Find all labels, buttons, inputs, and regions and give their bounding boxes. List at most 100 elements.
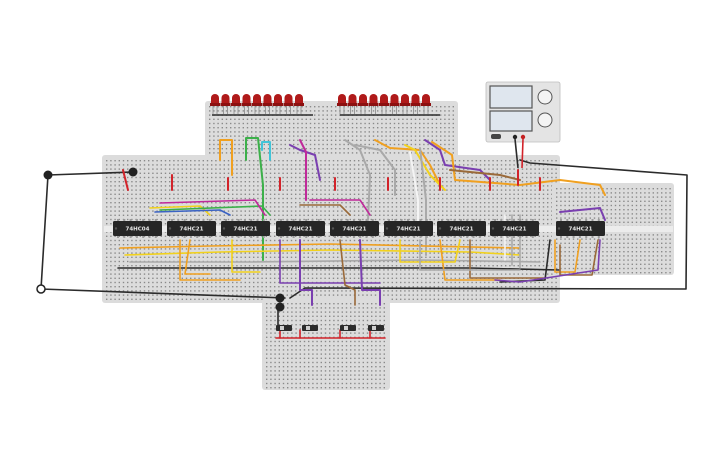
led-dome [422, 94, 430, 104]
led-base [220, 103, 231, 106]
jumper-wire [154, 209, 231, 216]
ic-chip-u1[interactable]: 74HC04 [113, 219, 162, 238]
ic-notch [385, 227, 389, 230]
led-base [337, 103, 347, 106]
power-switch[interactable] [491, 134, 501, 139]
slide-switch[interactable] [302, 325, 318, 331]
slide-switch[interactable] [368, 325, 384, 331]
led-base [379, 103, 389, 106]
led-dome [211, 94, 219, 104]
led [368, 94, 379, 114]
positive-terminal[interactable] [520, 134, 526, 140]
ic-chip-u7[interactable]: 74HC21 [437, 219, 486, 238]
jumper-wire [449, 169, 521, 181]
led [421, 94, 431, 114]
ic-chip-u6[interactable]: 74HC21 [384, 219, 433, 238]
switches-and-terminals [36, 167, 384, 331]
ic-body [556, 221, 605, 236]
ic-chip-u5[interactable]: 74HC21 [330, 219, 379, 238]
ic-chip-u4[interactable]: 74HC21 [276, 219, 325, 238]
power-supply[interactable] [485, 81, 561, 169]
ic-body [330, 221, 379, 236]
led [231, 94, 241, 114]
ic-body [167, 221, 216, 236]
jumper-wire [354, 144, 396, 196]
jumper-wire [554, 239, 581, 273]
slide-switch[interactable] [340, 325, 356, 331]
switch-toggle[interactable] [344, 326, 348, 330]
led-array [210, 94, 440, 116]
jumper-wire [122, 169, 129, 191]
ic-notch [277, 227, 281, 230]
ic-chip-u3[interactable]: 74HC21 [221, 219, 270, 238]
jumper-wire [359, 239, 381, 306]
current-knob[interactable] [537, 112, 553, 128]
switch-toggle[interactable] [372, 326, 376, 330]
jumper-wire [299, 204, 351, 216]
led [220, 94, 231, 114]
ic-label: 74HC21 [450, 227, 474, 233]
ground-terminal-node[interactable] [36, 284, 46, 294]
led [347, 94, 358, 114]
jumper-wire [245, 137, 264, 261]
voltage-knob[interactable] [537, 89, 553, 105]
led-base [410, 103, 421, 106]
led-dome [401, 94, 409, 104]
ic-notch [557, 227, 561, 230]
led-dome [263, 94, 272, 104]
jumper-wire [309, 199, 371, 216]
jumper-wire [339, 239, 356, 306]
jumper-wire [129, 259, 541, 263]
breadboard-body [262, 298, 390, 390]
junction-node[interactable] [275, 293, 285, 303]
jumper-wire [559, 239, 599, 276]
led-base [231, 103, 241, 106]
led-base [210, 103, 220, 106]
jumper-wire [159, 205, 271, 216]
jumper-wire [299, 139, 307, 201]
led-dome [232, 94, 240, 104]
ic-notch [331, 227, 335, 230]
led-base [273, 103, 283, 106]
junction-node[interactable] [275, 302, 285, 312]
switch-toggle[interactable] [280, 326, 284, 330]
led [389, 94, 400, 114]
ic-label: 74HC04 [126, 227, 150, 233]
led-base [347, 103, 358, 106]
led-dome [295, 94, 303, 104]
voltage-display [489, 85, 533, 109]
jumper-wire [419, 239, 521, 271]
ic-body [490, 221, 539, 236]
ic-notch [491, 227, 495, 230]
led-dome [359, 94, 367, 104]
ic-label: 74HC21 [569, 227, 593, 233]
ic-chip-u2[interactable]: 74HC21 [167, 219, 216, 238]
led [262, 94, 273, 114]
ic-chip-u8[interactable]: 74HC21 [490, 219, 539, 238]
jumper-wire [231, 239, 261, 273]
ic-body [384, 221, 433, 236]
led [294, 94, 304, 114]
led-dome [348, 94, 357, 104]
slide-switch[interactable] [276, 325, 292, 331]
jumper-wire [184, 239, 211, 275]
led [283, 94, 294, 114]
jumper-wire [559, 207, 606, 221]
led-dome [253, 94, 261, 104]
jumper-wire [289, 144, 321, 181]
ic-body [276, 221, 325, 236]
led-dome [284, 94, 293, 104]
switch-toggle[interactable] [306, 326, 310, 330]
battery-terminal-node[interactable] [43, 170, 53, 180]
battery-terminal-node[interactable] [128, 167, 138, 177]
ic-chip-u9[interactable]: 74HC21 [556, 219, 605, 238]
led-dome [390, 94, 399, 104]
led-dome [411, 94, 420, 104]
led [410, 94, 421, 114]
jumper-wire [179, 239, 241, 281]
negative-terminal[interactable] [512, 134, 518, 140]
jumper-wire [494, 239, 601, 283]
led-base [358, 103, 368, 106]
led [241, 94, 252, 114]
